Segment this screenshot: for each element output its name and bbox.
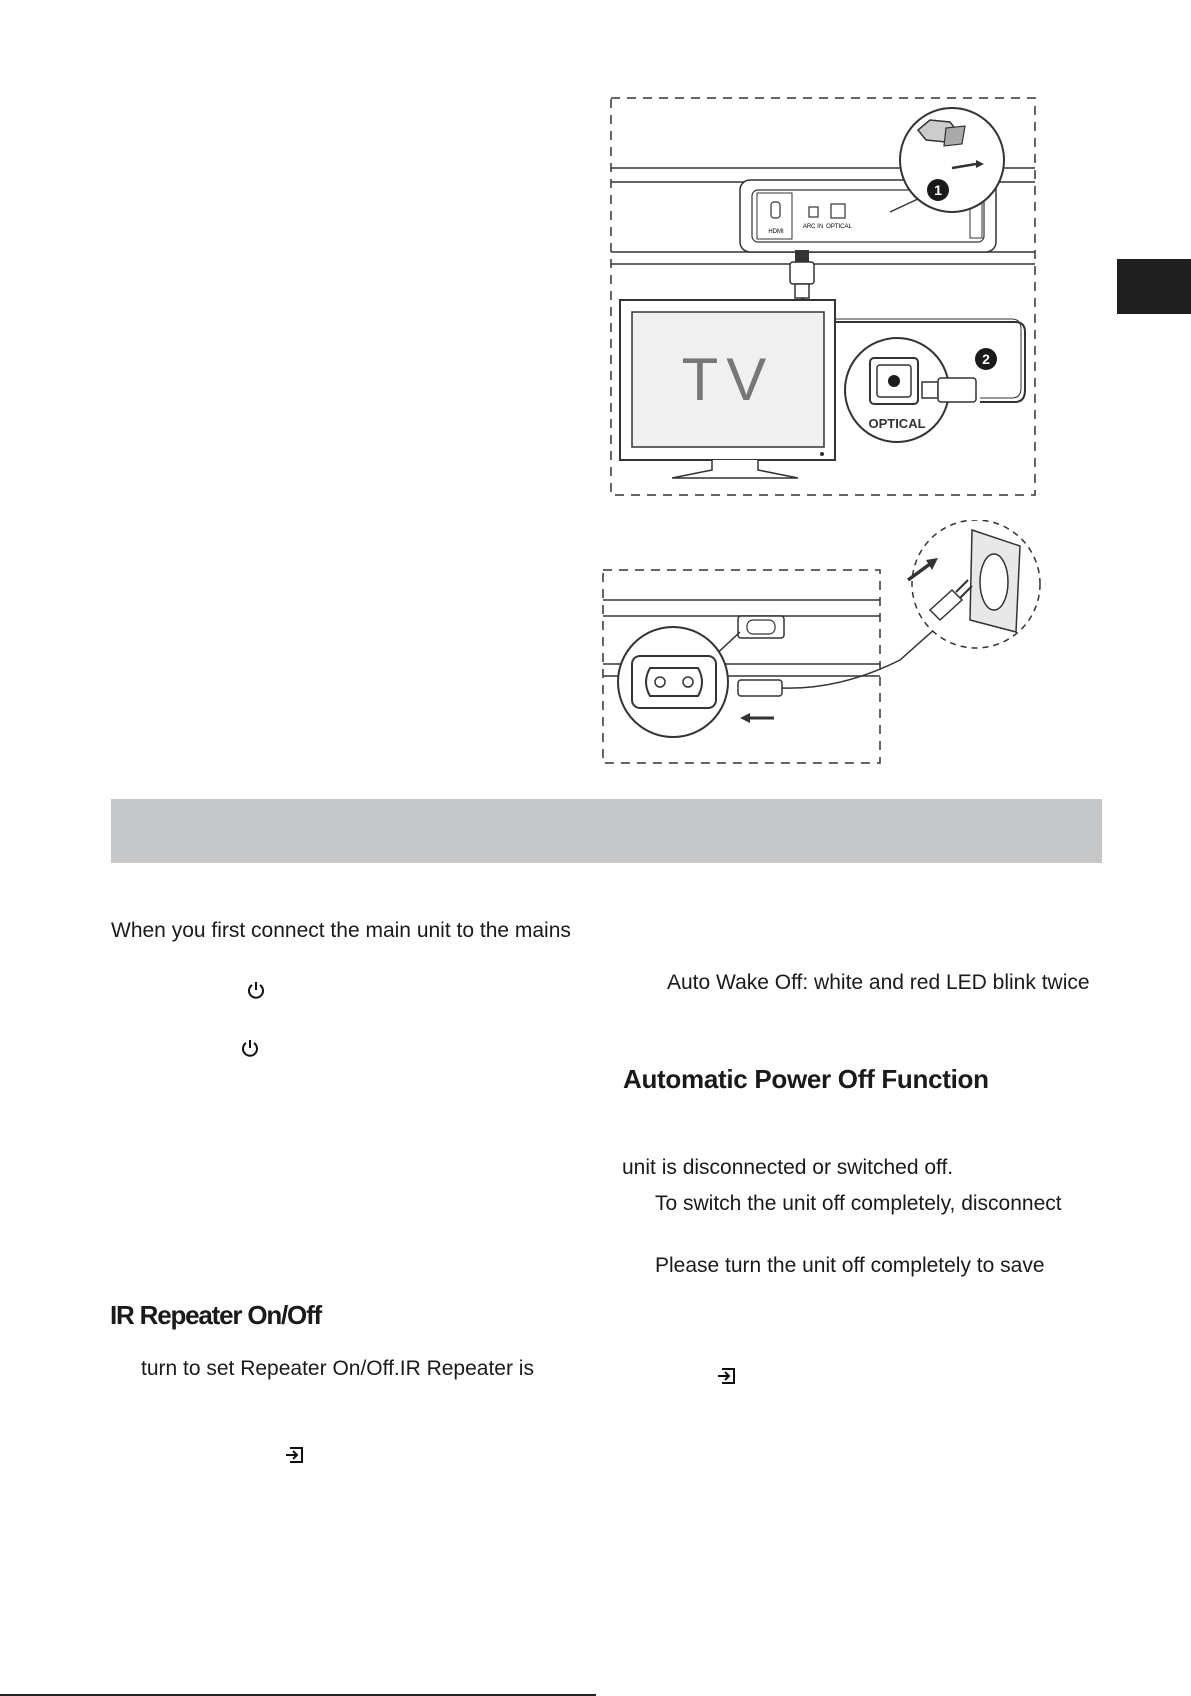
diagram-border	[610, 97, 1036, 496]
save-line: Please turn the unit off completely to s…	[655, 1254, 1045, 1277]
optical-connection-diagram: HDMI ARC IN OPTICAL 1 TV OPTICAL 2	[610, 97, 1036, 496]
svg-text:2: 2	[982, 351, 990, 367]
optical-panel-port	[830, 203, 846, 219]
chapter-tab	[1117, 259, 1191, 314]
power-icon	[248, 982, 264, 999]
optical-panel-label: OPTICAL	[826, 224, 852, 230]
section-header-bar	[111, 799, 1102, 863]
optical-port-label: OPTICAL	[868, 416, 925, 431]
optical-plug-top	[789, 261, 815, 285]
power-connection-diagram	[602, 520, 1041, 764]
auto-wake-line: Auto Wake Off: white and red LED blink t…	[667, 971, 1090, 994]
arc-in-label: ARC IN	[803, 224, 823, 230]
input-source-icon	[286, 1447, 303, 1463]
arc-in-port	[808, 206, 819, 218]
power-icon	[242, 1040, 258, 1057]
diagram-border	[602, 569, 881, 764]
step-2-badge	[975, 348, 997, 370]
power-cable	[781, 619, 946, 689]
tv-label: TV	[682, 346, 775, 413]
intro-line: When you first connect the main unit to …	[111, 919, 571, 942]
ir-repeater-line: turn to set Repeater On/Off.IR Repeater …	[141, 1357, 534, 1380]
hdmi-label: HDMI	[768, 229, 784, 235]
power-connector	[737, 679, 783, 697]
input-source-icon	[718, 1368, 735, 1384]
tv-stand	[671, 460, 799, 479]
switch-off-line: To switch the unit off completely, disco…	[655, 1192, 1062, 1215]
tv-screen	[631, 311, 825, 448]
hdmi-port	[770, 201, 781, 219]
auto-power-off-heading: Automatic Power Off Function	[623, 1064, 989, 1094]
step-1-badge	[927, 179, 949, 201]
unit-disconnected-line: unit is disconnected or switched off.	[622, 1156, 954, 1179]
wall-plug	[928, 588, 964, 622]
svg-text:1: 1	[934, 182, 942, 198]
optical-plug-bottom	[937, 377, 977, 403]
ir-repeater-heading: IR Repeater On/Off	[110, 1300, 322, 1330]
remove-arrow	[951, 162, 977, 170]
plug-in-arrow	[906, 562, 932, 582]
